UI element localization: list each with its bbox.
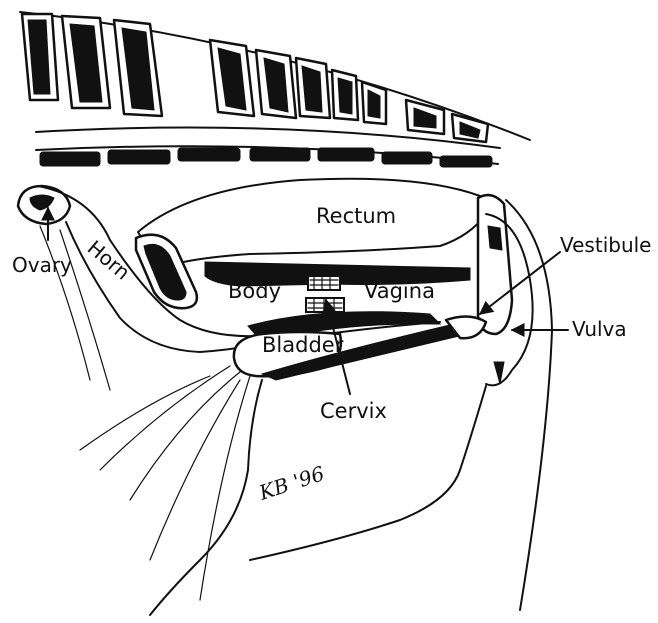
label-horn: Horn: [83, 235, 135, 284]
label-vagina: Vagina: [364, 279, 435, 303]
cervix-shape: [306, 276, 344, 312]
spine: [20, 12, 530, 167]
hind-contour: [506, 200, 552, 610]
label-vestibule: Vestibule: [560, 233, 651, 257]
label-vulva: Vulva: [572, 317, 627, 341]
label-ovary: Ovary: [12, 253, 72, 277]
abdomen-contour: [150, 380, 262, 615]
label-body: Body: [228, 279, 281, 303]
rectum-outline: [138, 179, 486, 268]
vertebrae-arches: [22, 14, 488, 142]
vertebral-bodies: [40, 148, 492, 167]
label-bladder: Bladder: [262, 333, 344, 357]
label-rectum: Rectum: [316, 204, 396, 228]
label-cervix: Cervix: [320, 399, 387, 423]
artist-signature: KB '96: [255, 461, 327, 505]
